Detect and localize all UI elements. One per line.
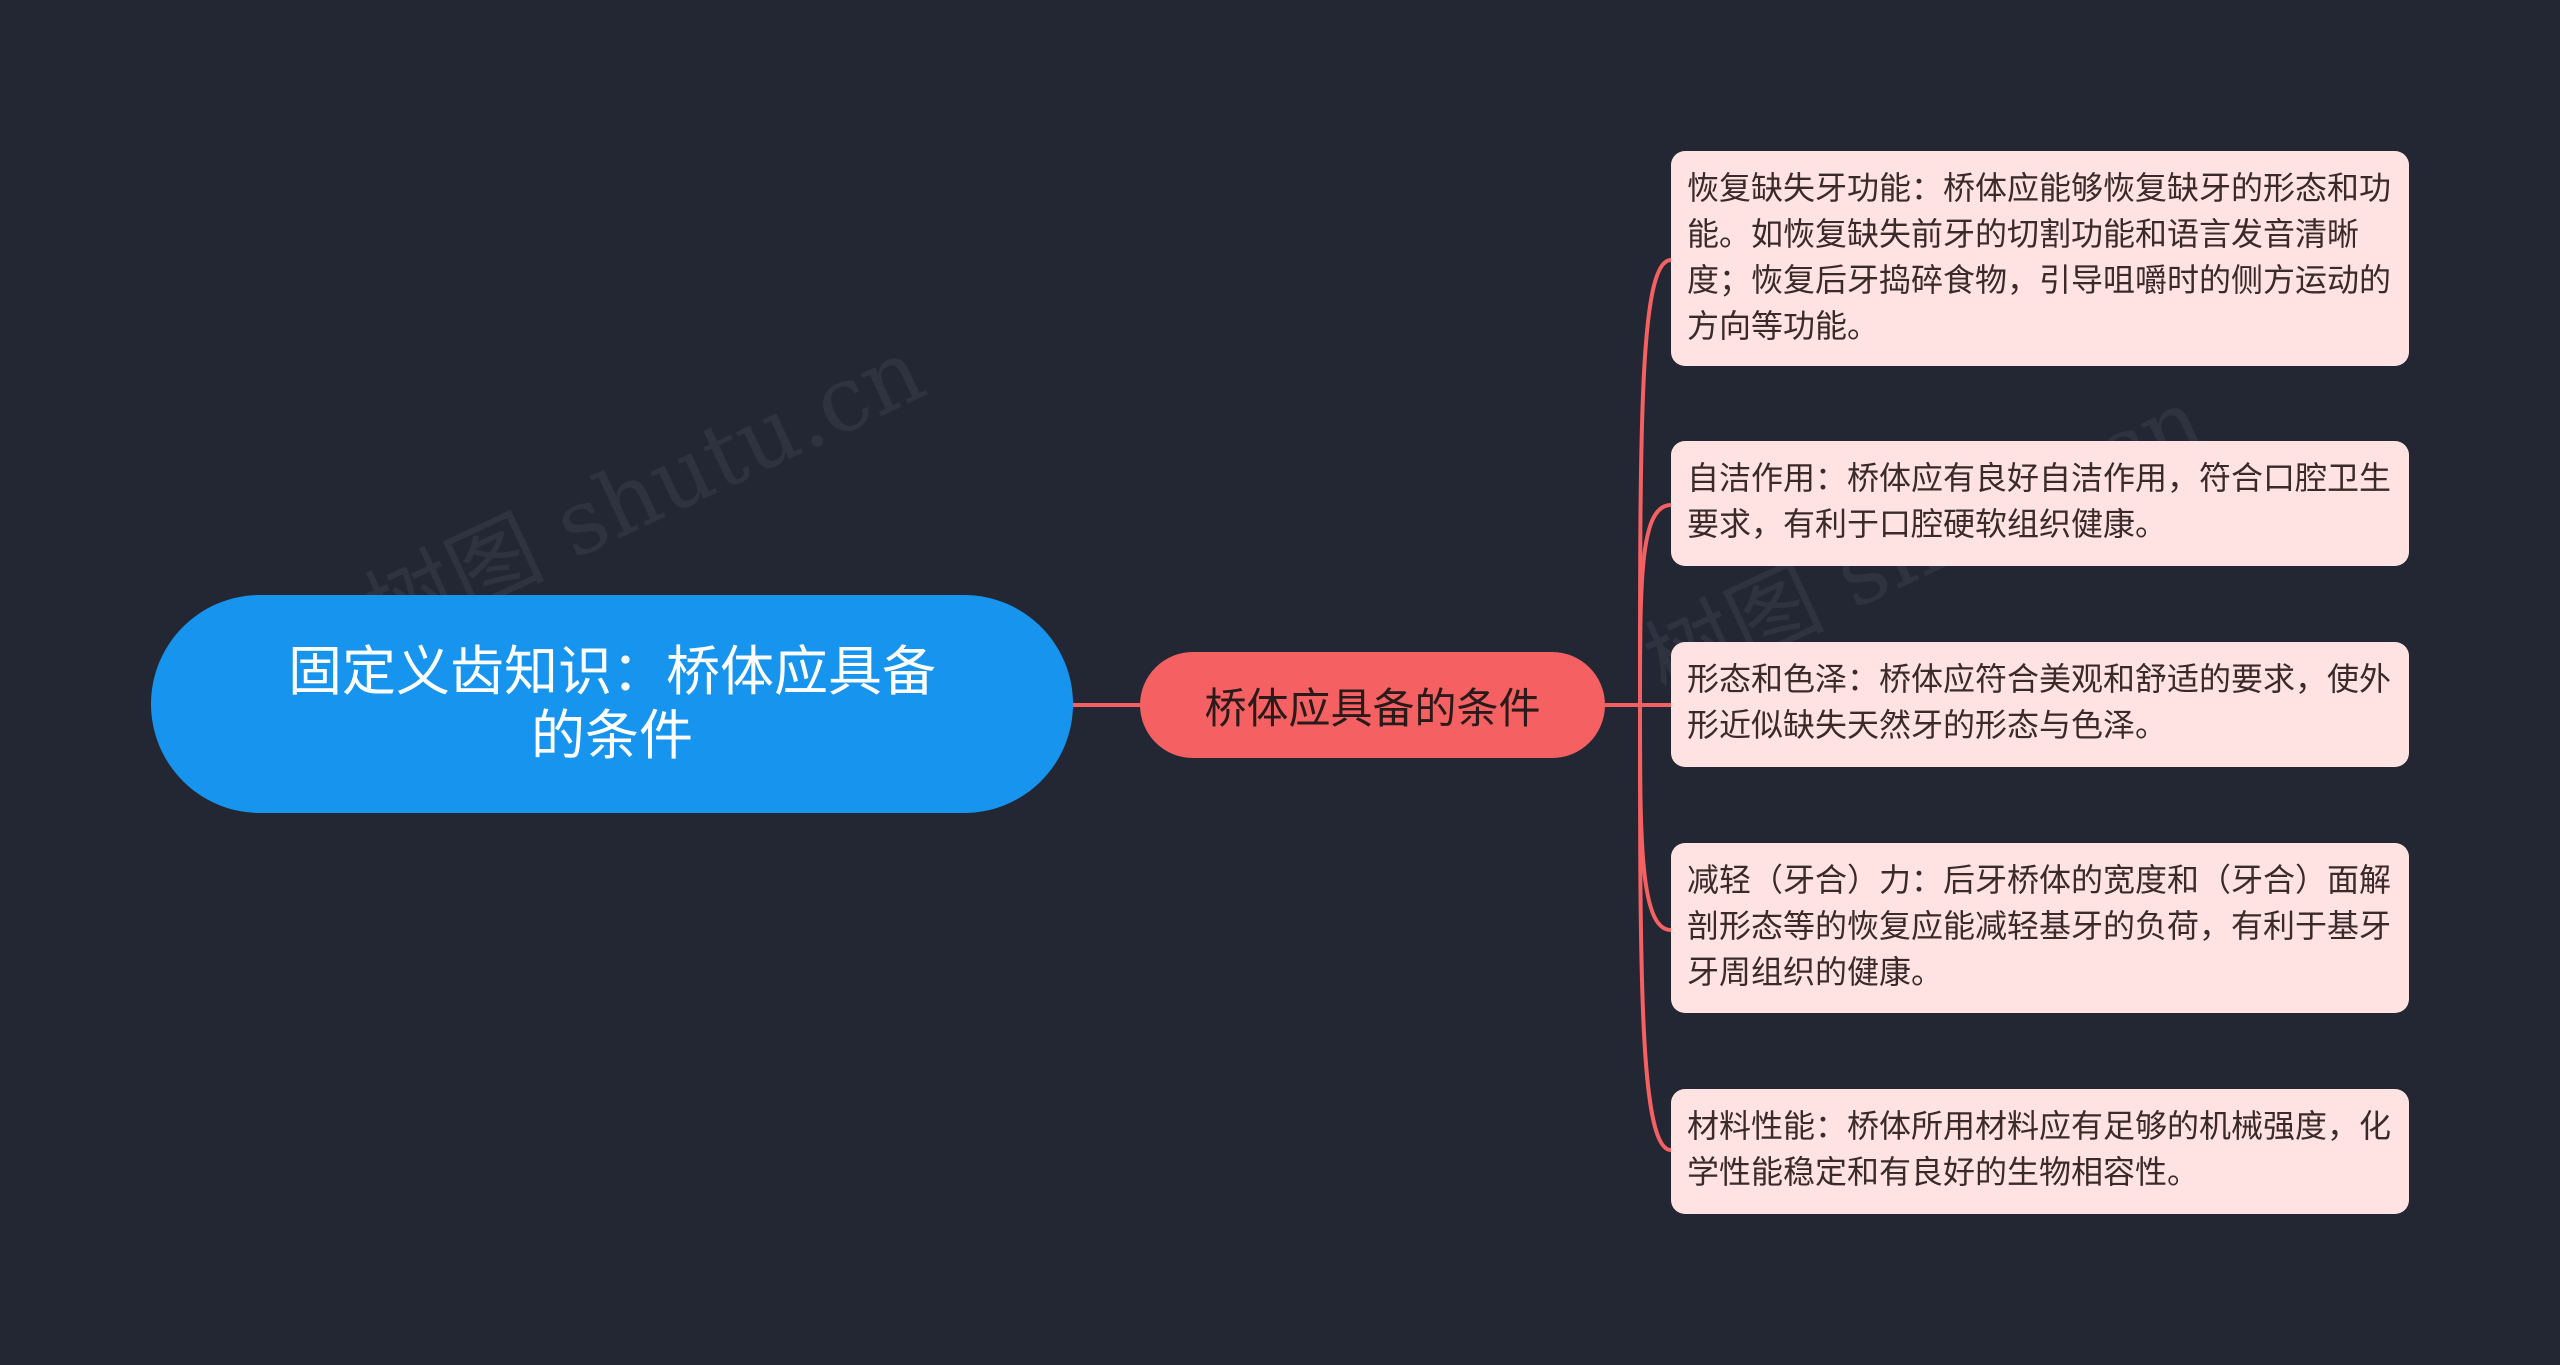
root-title: 固定义齿知识：桥体应具备的条件 — [288, 640, 936, 767]
leaf-text: 减轻（牙合）力：后牙桥体的宽度和（牙合）面解剖形态等的恢复应能减轻基牙的负荷，有… — [1687, 861, 2392, 991]
leaf-connector-5 — [1638, 704, 1672, 1152]
leaf-node[interactable]: 材料性能：桥体所用材料应有足够的机械强度，化学性能稳定和有良好的生物相容性。 — [1671, 1089, 2409, 1214]
leaf-text: 材料性能：桥体所用材料应有足够的机械强度，化学性能稳定和有良好的生物相容性。 — [1687, 1107, 2392, 1191]
leaf-text: 恢复缺失牙功能：桥体应能够恢复缺牙的形态和功能。如恢复缺失前牙的切割功能和语言发… — [1687, 169, 2392, 345]
branch-label: 桥体应具备的条件 — [1204, 683, 1541, 733]
leaf-connector-2 — [1638, 503, 1672, 706]
leaf-node[interactable]: 减轻（牙合）力：后牙桥体的宽度和（牙合）面解剖形态等的恢复应能减轻基牙的负荷，有… — [1671, 843, 2409, 1013]
root-node[interactable]: 固定义齿知识：桥体应具备的条件 — [151, 595, 1073, 813]
branch-node[interactable]: 桥体应具备的条件 — [1140, 652, 1605, 758]
leaf-text: 自洁作用：桥体应有良好自洁作用，符合口腔卫生要求，有利于口腔硬软组织健康。 — [1687, 459, 2392, 543]
leaf-node[interactable]: 恢复缺失牙功能：桥体应能够恢复缺牙的形态和功能。如恢复缺失前牙的切割功能和语言发… — [1671, 151, 2409, 366]
leaf-node[interactable]: 形态和色泽：桥体应符合美观和舒适的要求，使外形近似缺失天然牙的形态与色泽。 — [1671, 642, 2409, 767]
leaf-text: 形态和色泽：桥体应符合美观和舒适的要求，使外形近似缺失天然牙的形态与色泽。 — [1687, 660, 2392, 744]
leaf-connector-4 — [1638, 704, 1672, 932]
leaf-connector-1 — [1638, 258, 1672, 706]
leaf-node[interactable]: 自洁作用：桥体应有良好自洁作用，符合口腔卫生要求，有利于口腔硬软组织健康。 — [1671, 441, 2409, 566]
